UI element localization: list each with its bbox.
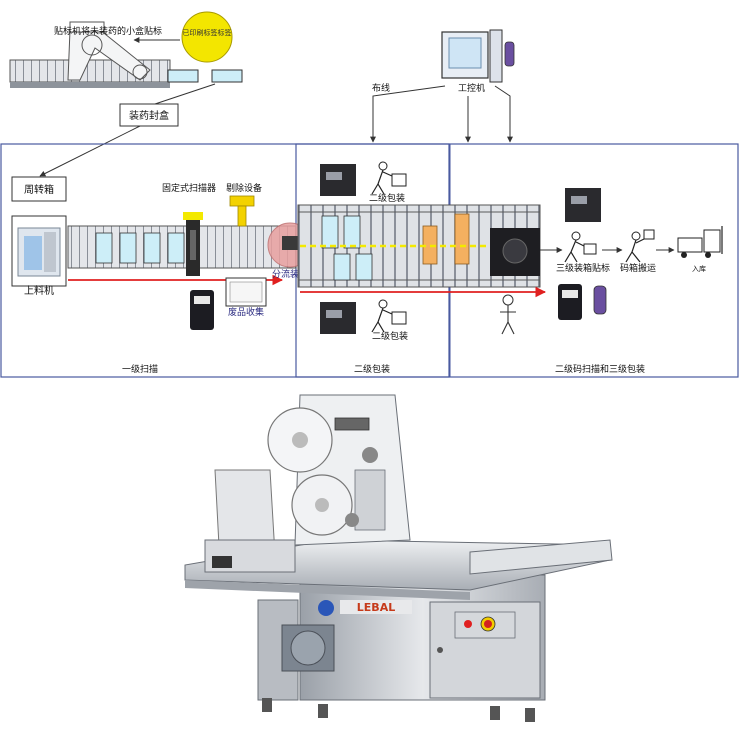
label-printer-bottom [320, 302, 356, 334]
handheld-terminal [190, 290, 214, 330]
waste-bin [225, 277, 267, 307]
mover-icon [625, 229, 655, 263]
waste-collect-label: 废品收集 [228, 306, 264, 318]
forklift-icon [677, 226, 723, 258]
labeled-note: 已印刷标签标签 [183, 28, 232, 37]
labeled-box [211, 69, 243, 83]
handheld-scanner-icon [504, 41, 515, 67]
pack-bottom-label: 二级包装 [372, 330, 408, 342]
workstation-computer [441, 29, 515, 83]
loader-machine [11, 215, 67, 287]
turnover-box-label: 周转箱 [24, 183, 54, 196]
loader-label: 上料机 [24, 284, 54, 297]
label-roll: 已印刷标签标签 [181, 11, 233, 63]
packer-worker-icon-top [371, 161, 407, 195]
stage1-boxes [95, 232, 185, 264]
start-button-icon [464, 620, 472, 628]
reject-device [229, 195, 255, 227]
case-label-printer [565, 188, 601, 222]
turnover-box [11, 176, 67, 202]
labeler-illustration [9, 21, 171, 88]
palletize-label: 码箱搬运 [620, 262, 656, 274]
wiring-label: 布线 [372, 82, 390, 94]
stage2-boxes [321, 215, 373, 281]
labeled-box [167, 69, 199, 83]
stage3-handheld-scanner-icon [593, 285, 607, 315]
label-printer-top [320, 164, 356, 196]
pack-top-label: 二级包装 [369, 192, 405, 204]
case-packer-icon [564, 231, 597, 263]
labeling-machine-photo: LEBAL [184, 394, 613, 722]
wiring-arrow-right [494, 85, 513, 143]
pack-seal-label: 装药封盒 [129, 109, 169, 122]
stage2-caption: 二级包装 [354, 363, 390, 375]
stage3-caption: 二级码扫描和三级包装 [555, 363, 645, 375]
fixed-scanner-label: 固定式扫描器 [162, 182, 216, 194]
packer-worker-icon-bottom [371, 299, 407, 333]
seal-arrow [39, 125, 141, 177]
machine-brand: LEBAL [357, 601, 395, 614]
labeler-note: 贴标机将未装药的小盒贴标 [54, 25, 162, 37]
carton-scanner [490, 228, 540, 276]
case-label-text: 三级装箱贴标 [556, 262, 610, 274]
workstation-label: 工控机 [458, 82, 485, 94]
reject-device-label: 剔除设备 [226, 182, 262, 194]
output-conveyor [469, 539, 613, 575]
operator-icon [500, 294, 516, 335]
stage1-caption: 一级扫描 [122, 363, 158, 375]
pack-seal-box [119, 103, 179, 127]
stage3-handheld-terminal [558, 284, 582, 320]
wiring-arrow-left [370, 85, 446, 143]
warehouse-label: 入库 [692, 264, 706, 273]
fixed-scanner [183, 212, 203, 276]
seal-connector [154, 83, 216, 105]
